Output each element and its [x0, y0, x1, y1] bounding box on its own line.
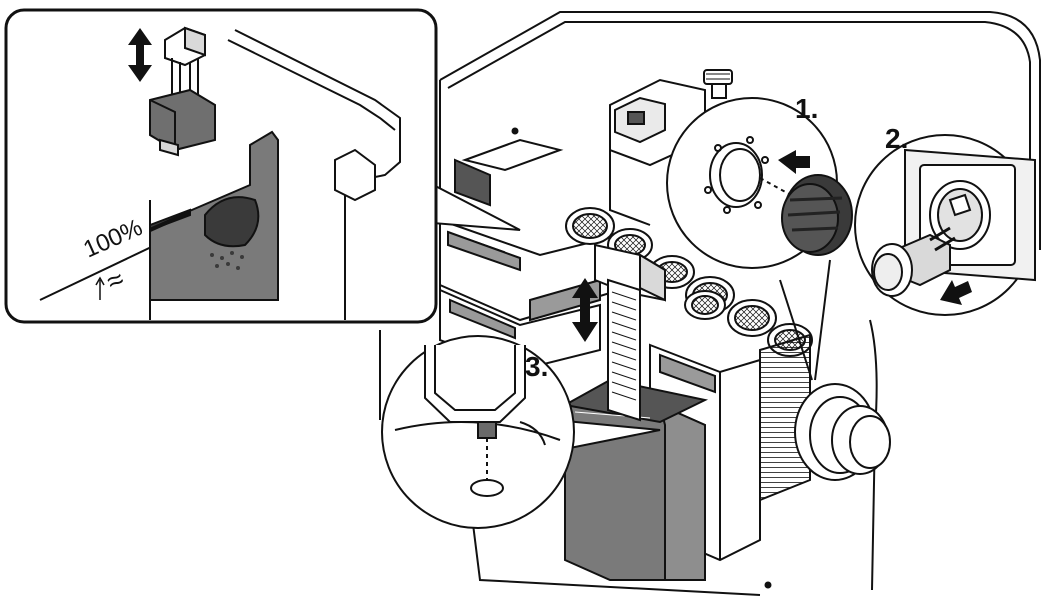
push-arrow-icon	[778, 150, 810, 174]
hose-connector	[703, 69, 733, 99]
round-outlet	[794, 383, 891, 481]
fill-level-marker	[149, 210, 191, 232]
screw-cap	[781, 174, 853, 256]
arrow-up-icon	[95, 276, 105, 300]
callout-2-detail	[854, 134, 1036, 316]
fan-filter	[565, 207, 615, 245]
callout-3-detail	[381, 335, 575, 529]
tank-cartridge	[149, 130, 279, 301]
fan-filter	[684, 290, 726, 320]
callout-1-detail	[666, 97, 853, 269]
push-arrow-icon	[940, 280, 972, 305]
step-1-label: 1.	[795, 93, 818, 124]
updown-arrow-icon	[128, 28, 152, 82]
callout-fill-level: 100% ≈	[4, 8, 438, 324]
step-3-label: 3.	[525, 351, 548, 382]
cartridge-handle	[594, 243, 666, 422]
updown-arrow-icon	[572, 278, 598, 342]
fan-filter	[727, 299, 777, 337]
float-connector	[149, 26, 216, 157]
cartridge-rows	[439, 138, 621, 372]
step-2-label: 2.	[885, 123, 908, 154]
callout-1-leader	[779, 259, 831, 381]
